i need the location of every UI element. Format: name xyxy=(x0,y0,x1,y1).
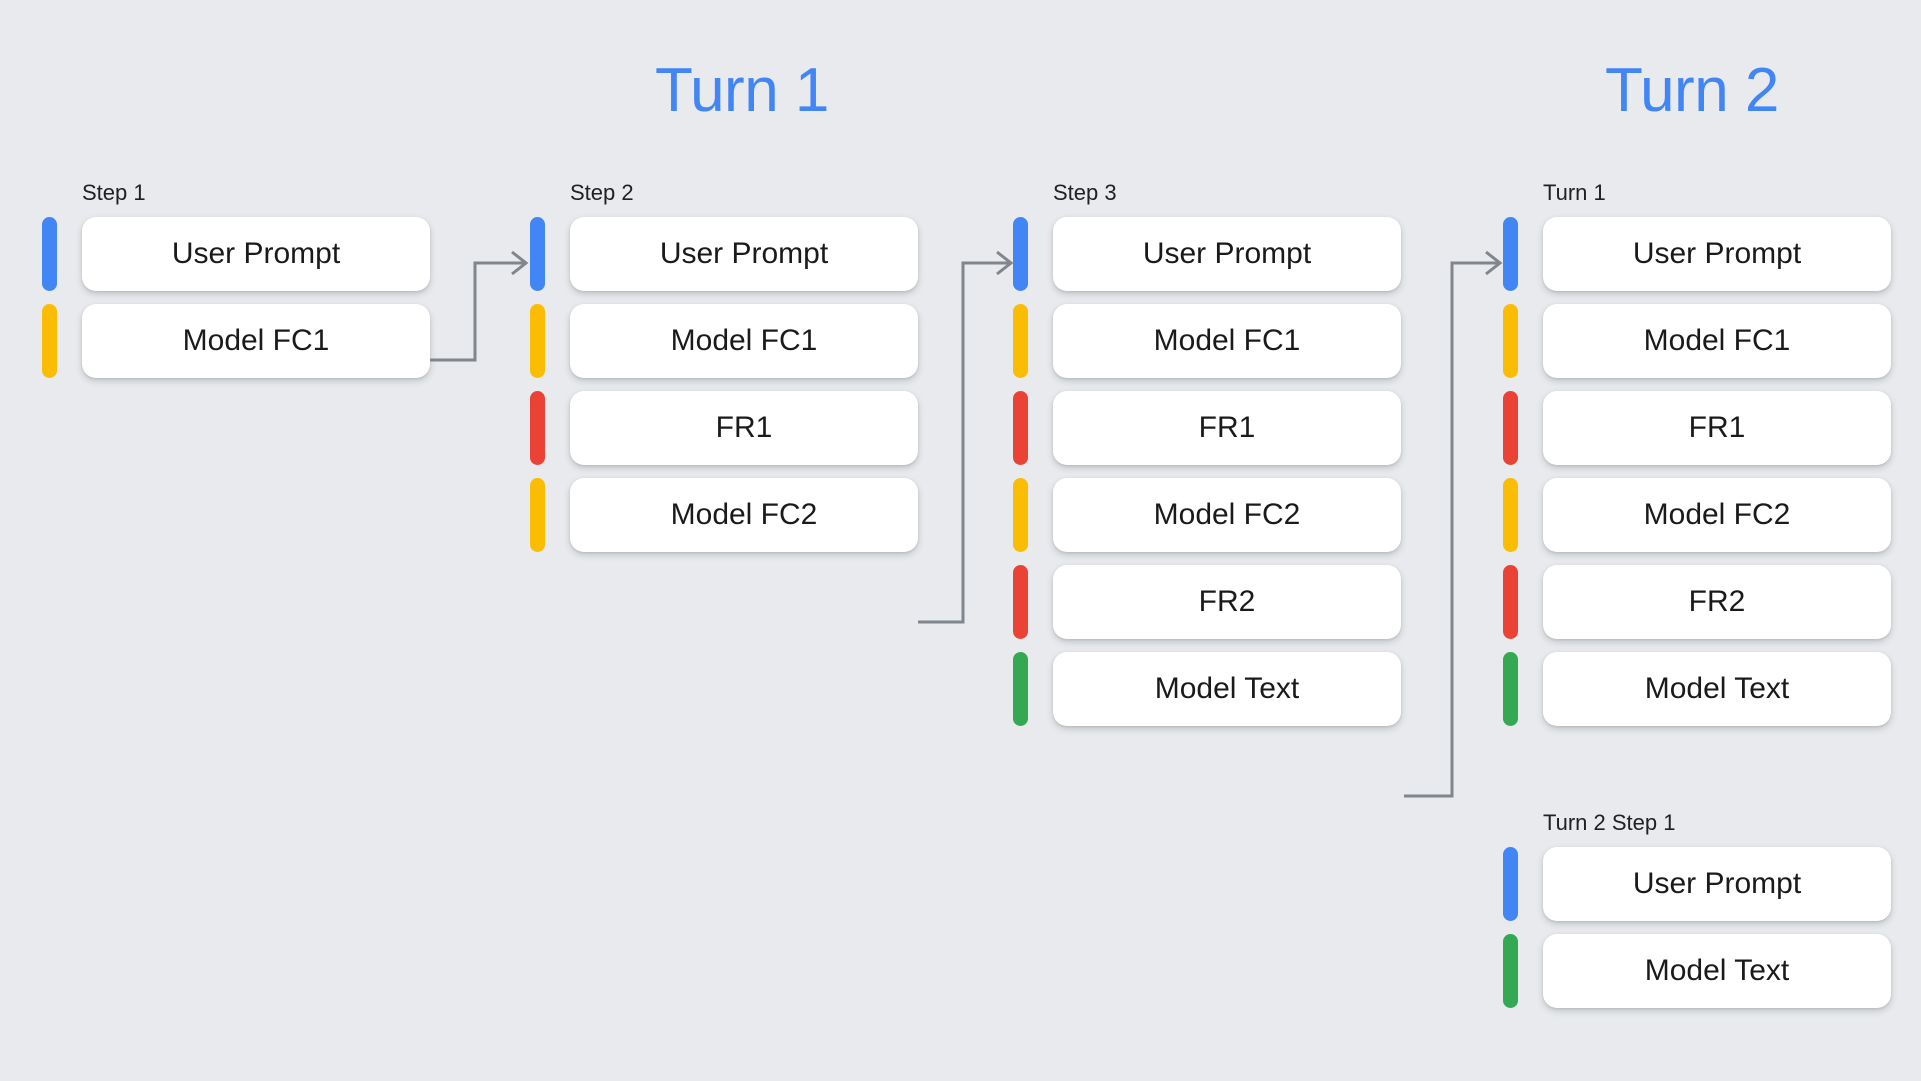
column-step-1: Step 1 User Prompt Model FC1 xyxy=(42,182,430,378)
row-model-fc2: Model FC2 xyxy=(1503,478,1891,552)
status-bar-yellow xyxy=(1503,304,1518,378)
column-turn-2-step-1: Turn 2 Step 1 User Prompt Model Text xyxy=(1503,812,1891,1008)
status-bar-blue xyxy=(530,217,545,291)
section-title-turn-1: Turn 1 xyxy=(655,56,829,125)
status-bar-blue xyxy=(1013,217,1028,291)
card-model-fc2[interactable]: Model FC2 xyxy=(1543,478,1891,552)
card-model-text[interactable]: Model Text xyxy=(1543,934,1891,1008)
card-model-fc2[interactable]: Model FC2 xyxy=(1053,478,1401,552)
status-bar-red xyxy=(1013,565,1028,639)
column-label-step-1: Step 1 xyxy=(82,180,146,205)
card-fr1[interactable]: FR1 xyxy=(1053,391,1401,465)
status-bar-green xyxy=(1503,934,1518,1008)
status-bar-red xyxy=(1013,391,1028,465)
row-fr2: FR2 xyxy=(1503,565,1891,639)
section-title-turn-2: Turn 2 xyxy=(1605,56,1779,125)
card-model-text[interactable]: Model Text xyxy=(1543,652,1891,726)
status-bar-yellow xyxy=(1503,478,1518,552)
card-fr2[interactable]: FR2 xyxy=(1543,565,1891,639)
card-model-text[interactable]: Model Text xyxy=(1053,652,1401,726)
column-label-step-3: Step 3 xyxy=(1053,180,1117,205)
card-model-fc1[interactable]: Model FC1 xyxy=(1543,304,1891,378)
row-user-prompt: User Prompt xyxy=(530,217,918,291)
card-fr1[interactable]: FR1 xyxy=(1543,391,1891,465)
row-model-text: Model Text xyxy=(1503,934,1891,1008)
row-user-prompt: User Prompt xyxy=(1503,217,1891,291)
card-model-fc1[interactable]: Model FC1 xyxy=(1053,304,1401,378)
row-model-text: Model Text xyxy=(1013,652,1401,726)
row-model-fc1: Model FC1 xyxy=(42,304,430,378)
card-fr1[interactable]: FR1 xyxy=(570,391,918,465)
status-bar-green xyxy=(1503,652,1518,726)
column-step-2: Step 2 User Prompt Model FC1 FR1 Model F… xyxy=(530,182,918,552)
card-user-prompt[interactable]: User Prompt xyxy=(570,217,918,291)
card-user-prompt[interactable]: User Prompt xyxy=(1543,217,1891,291)
column-step-3: Step 3 User Prompt Model FC1 FR1 Model F… xyxy=(1013,182,1401,726)
row-model-fc1: Model FC1 xyxy=(530,304,918,378)
status-bar-green xyxy=(1013,652,1028,726)
row-model-fc1: Model FC1 xyxy=(1503,304,1891,378)
card-model-fc2[interactable]: Model FC2 xyxy=(570,478,918,552)
status-bar-yellow xyxy=(1013,304,1028,378)
row-fr1: FR1 xyxy=(530,391,918,465)
row-fr1: FR1 xyxy=(1013,391,1401,465)
card-user-prompt[interactable]: User Prompt xyxy=(1543,847,1891,921)
card-model-fc1[interactable]: Model FC1 xyxy=(82,304,430,378)
row-model-fc2: Model FC2 xyxy=(530,478,918,552)
row-user-prompt: User Prompt xyxy=(1503,847,1891,921)
status-bar-blue xyxy=(1503,847,1518,921)
column-label-turn-1: Turn 1 xyxy=(1543,180,1606,205)
row-fr2: FR2 xyxy=(1013,565,1401,639)
column-turn-1-summary: Turn 1 User Prompt Model FC1 FR1 Model F… xyxy=(1503,182,1891,726)
card-user-prompt[interactable]: User Prompt xyxy=(1053,217,1401,291)
card-user-prompt[interactable]: User Prompt xyxy=(82,217,430,291)
status-bar-yellow xyxy=(530,478,545,552)
status-bar-yellow xyxy=(42,304,57,378)
row-user-prompt: User Prompt xyxy=(42,217,430,291)
card-model-fc1[interactable]: Model FC1 xyxy=(570,304,918,378)
status-bar-blue xyxy=(42,217,57,291)
row-model-text: Model Text xyxy=(1503,652,1891,726)
row-model-fc1: Model FC1 xyxy=(1013,304,1401,378)
status-bar-yellow xyxy=(530,304,545,378)
row-fr1: FR1 xyxy=(1503,391,1891,465)
column-label-turn-2-step-1: Turn 2 Step 1 xyxy=(1543,810,1676,835)
status-bar-blue xyxy=(1503,217,1518,291)
status-bar-red xyxy=(1503,391,1518,465)
status-bar-red xyxy=(1503,565,1518,639)
status-bar-yellow xyxy=(1013,478,1028,552)
column-label-step-2: Step 2 xyxy=(570,180,634,205)
row-user-prompt: User Prompt xyxy=(1013,217,1401,291)
status-bar-red xyxy=(530,391,545,465)
row-model-fc2: Model FC2 xyxy=(1013,478,1401,552)
card-fr2[interactable]: FR2 xyxy=(1053,565,1401,639)
